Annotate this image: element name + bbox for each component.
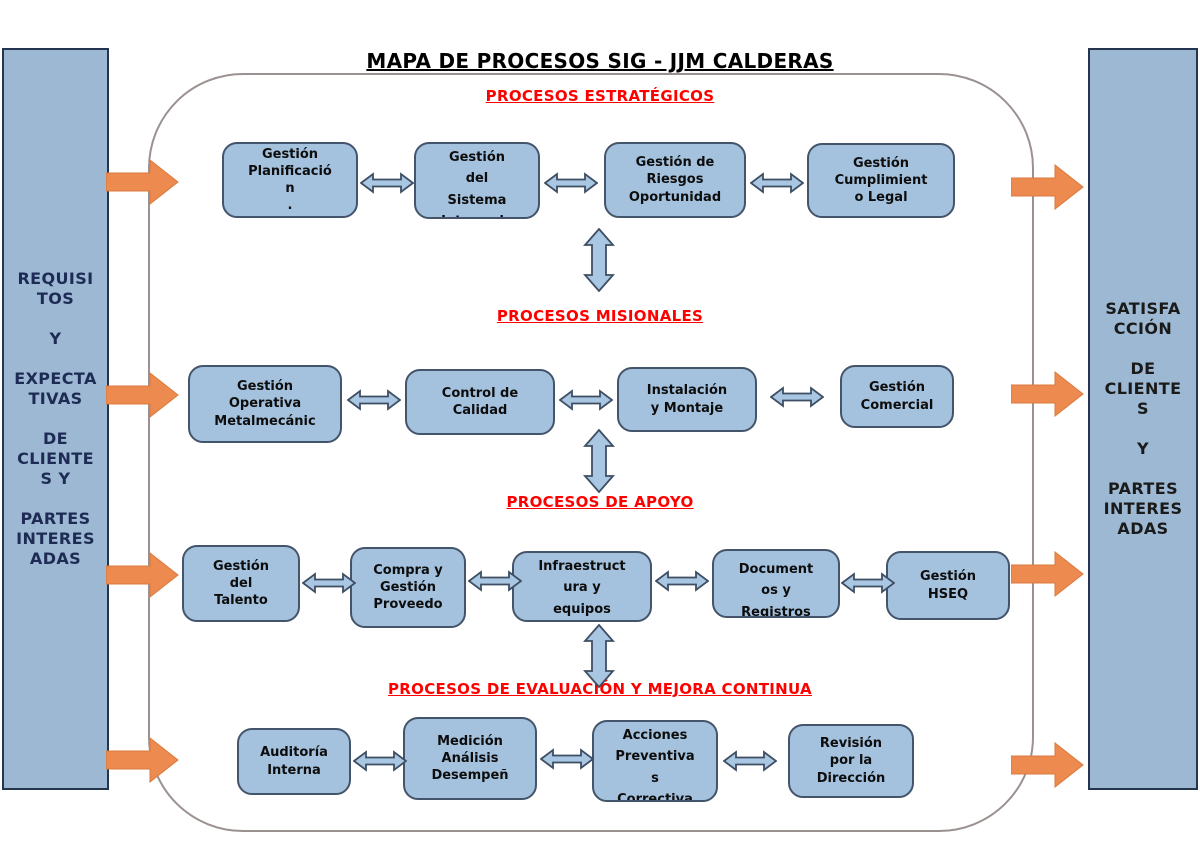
process-box-gestion-talento: Gestión del Talento (182, 545, 300, 622)
process-box-gestion-comercial: Gestión Comercial (840, 365, 954, 428)
page-title: MAPA DE PROCESOS SIG - JJM CALDERAS (366, 49, 834, 73)
input-arrow-icon (106, 372, 179, 418)
process-map-frame (148, 73, 1034, 832)
output-arrow-icon (1011, 742, 1084, 788)
requirements-panel: REQUISI TOS Y EXPECTA TIVAS DE CLIENTE S… (2, 48, 109, 790)
bidirectional-arrow-icon (302, 572, 356, 594)
process-box-compra-proveedores: Compra y Gestión Proveedo (350, 547, 466, 628)
output-arrow-icon (1011, 164, 1084, 210)
input-arrow-icon (106, 552, 179, 598)
process-box-auditoria-interna: Auditoría Interna (237, 728, 351, 795)
vertical-bidirectional-arrow-icon (583, 429, 615, 493)
bidirectional-arrow-icon (540, 748, 594, 770)
bidirectional-arrow-icon (544, 172, 598, 194)
heading-procesos-misionales: PROCESOS MISIONALES (496, 307, 704, 325)
process-box-riesgos-oportunidad: Gestión de Riesgos Oportunidad (604, 142, 746, 218)
process-box-instalacion-montaje: Instalación y Montaje (617, 367, 757, 432)
process-box-cumplimiento-legal: Gestión Cumplimient o Legal (807, 143, 955, 218)
bidirectional-arrow-icon (559, 389, 613, 411)
process-box-gestion-hseq: Gestión HSEQ (886, 551, 1010, 620)
bidirectional-arrow-icon (841, 572, 895, 594)
heading-evaluacion-mejora: PROCESOS DE EVALUACIÓN Y MEJORA CONTINUA (388, 680, 812, 698)
bidirectional-arrow-icon (468, 570, 522, 592)
bidirectional-arrow-icon (770, 386, 824, 408)
process-box-control-calidad: Control de Calidad (405, 369, 555, 435)
process-box-sistema-integrado: Gestión del Sistema Integrado (414, 142, 540, 219)
heading-procesos-estrategicos: PROCESOS ESTRATÉGICOS (485, 87, 715, 105)
process-box-medicion-analisis: Medición Análisis Desempeñ (403, 717, 537, 800)
output-arrow-icon (1011, 551, 1084, 597)
vertical-bidirectional-arrow-icon (583, 228, 615, 292)
bidirectional-arrow-icon (723, 750, 777, 772)
input-arrow-icon (106, 737, 179, 783)
heading-procesos-apoyo: PROCESOS DE APOYO (506, 493, 694, 511)
process-box-infraestructura-equipos: Infraestruct ura y equipos (512, 551, 652, 622)
satisfaction-panel: SATISFA CCIÓN DE CLIENTE S Y PARTES INTE… (1088, 48, 1198, 790)
output-arrow-icon (1011, 371, 1084, 417)
bidirectional-arrow-icon (360, 172, 414, 194)
process-box-revision-direccion: Revisión por la Dirección (788, 724, 914, 798)
process-box-documentos-registros: Document os y Registros (712, 549, 840, 618)
process-box-planificacion: Gestión Planificació n . (222, 142, 358, 218)
vertical-bidirectional-arrow-icon (583, 624, 615, 688)
bidirectional-arrow-icon (655, 570, 709, 592)
bidirectional-arrow-icon (347, 389, 401, 411)
bidirectional-arrow-icon (750, 172, 804, 194)
process-box-operativa-metalmecanica: Gestión Operativa Metalmecánic (188, 365, 342, 443)
input-arrow-icon (106, 159, 179, 205)
process-box-acciones-preventivas: Acciones Preventiva s Correctiva (592, 720, 718, 802)
bidirectional-arrow-icon (353, 750, 407, 772)
